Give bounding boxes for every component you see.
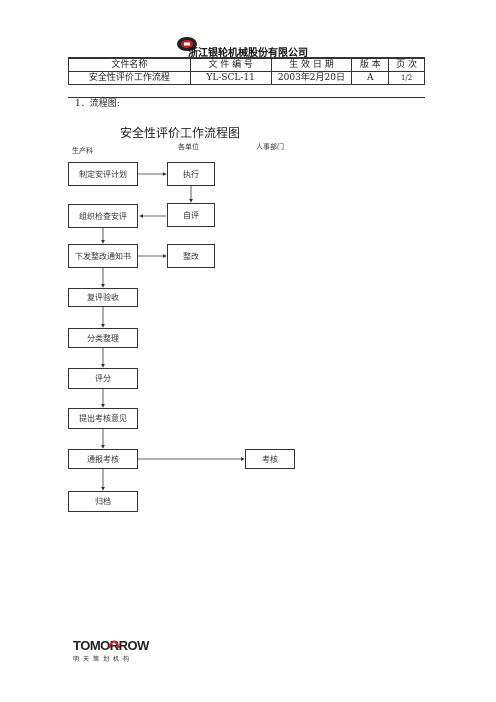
val-effective-date: 2003年2月20日	[270, 71, 353, 85]
dept-production: 生产科	[72, 147, 93, 155]
dept-units: 各单位	[178, 143, 199, 151]
step-notify-assessment: 通报考核	[68, 449, 138, 469]
dept-hr: 人事部门	[256, 143, 284, 151]
step-self-evaluate: 自评	[167, 203, 215, 227]
step-archive: 归档	[68, 491, 138, 512]
step-score: 评分	[68, 368, 138, 389]
val-page: 1/2	[388, 71, 425, 85]
step-make-plan: 制定安评计划	[68, 162, 138, 186]
col-page: 页 次	[388, 58, 425, 72]
step-execute: 执行	[167, 162, 215, 186]
footer-brand-text: TOMORROW	[73, 638, 150, 653]
step-recheck-accept: 复评验收	[68, 288, 138, 307]
company-logo-icon	[177, 37, 197, 51]
step-classify: 分类整理	[68, 328, 138, 348]
step-organize-inspection: 组织检查安评	[68, 204, 138, 228]
header-top-rule	[68, 57, 425, 58]
step-rectify: 整改	[167, 244, 215, 268]
flowchart-title: 安全性评价工作流程图	[120, 126, 241, 140]
step-propose-assessment: 提出考核意见	[68, 408, 138, 429]
section-title: 1．流程图:	[75, 99, 120, 109]
header-values-row: 安全性评价工作流程 YL-SCL-11 2003年2月20日 A 1/2	[68, 71, 425, 85]
tomorrow-logo-icon: TOMORROW	[73, 638, 151, 653]
step-issue-notice: 下发整改通知书	[68, 244, 138, 268]
document-header-table: 文件名称 文 件 编 号 生 效 日 期 版 本 页 次 安全性评价工作流程 Y…	[68, 58, 425, 85]
header-bottom-rule	[68, 97, 425, 98]
step-assess: 考核	[245, 449, 295, 469]
footer-subtitle: 明天策划机构	[73, 656, 134, 663]
company-name: 浙江银轮机械股份有限公司	[188, 48, 308, 59]
val-file-name: 安全性评价工作流程	[68, 71, 191, 85]
